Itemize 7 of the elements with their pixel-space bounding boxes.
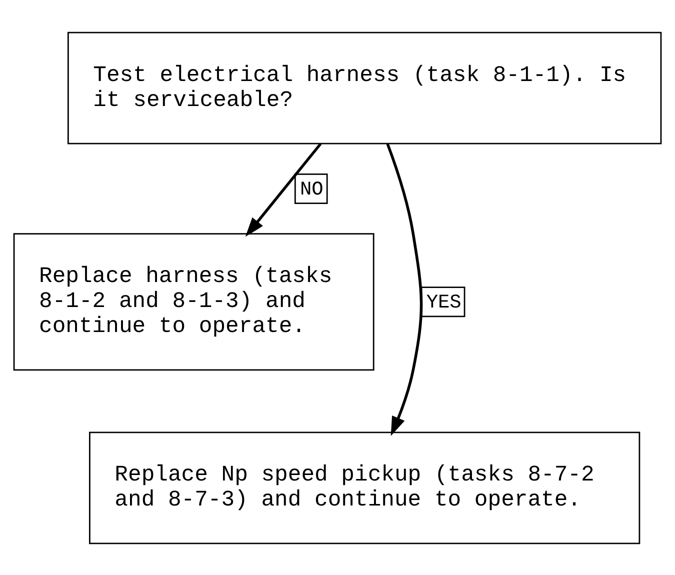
node-box: Test electrical harness (task 8-1-1). Is it serviceable?: [67, 31, 662, 144]
edge-label: YES: [426, 291, 462, 314]
node-box: Replace harness (tasks 8-1-2 and 8-1-3) and continue to operate.: [13, 232, 374, 370]
arrow: [386, 142, 423, 436]
edge-label: NO: [300, 178, 324, 200]
arrow: [245, 142, 322, 236]
node-box: Replace Np speed pickup (tasks 8-7-2 and 8-7-3) and continue to operate.: [89, 431, 640, 544]
